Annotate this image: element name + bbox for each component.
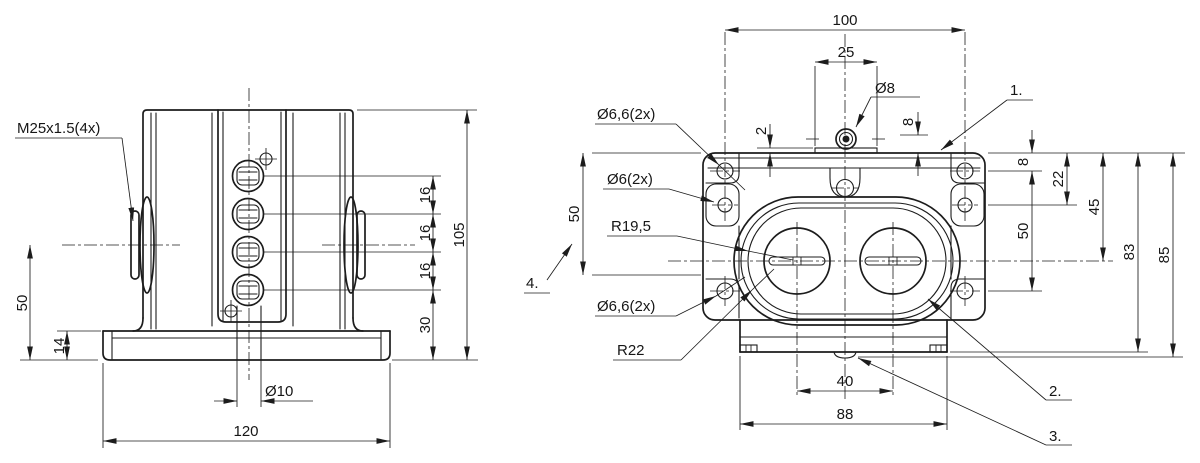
callout-item-1: 1. bbox=[940, 82, 1033, 151]
dim-body-depth-label: 83 bbox=[1121, 244, 1138, 261]
dim-stud-dia-label: Ø8 bbox=[875, 80, 895, 97]
thread-callout-label: M25x1.5(4x) bbox=[17, 120, 100, 137]
item-2-label: 2. bbox=[1049, 383, 1062, 400]
dim-pitch-y-right-label: 50 bbox=[1015, 223, 1032, 240]
dim-plate-height: 2 bbox=[753, 124, 773, 177]
dim-slot-pitch: 40 bbox=[797, 373, 893, 394]
callout-thread: M25x1.5(4x) bbox=[15, 120, 135, 222]
item-1-label: 1. bbox=[1010, 82, 1023, 99]
callout-radius-groove: R22 bbox=[613, 268, 775, 361]
dim-pitch-y-right: 50 bbox=[1015, 171, 1035, 291]
callout-radius-groove-label: R22 bbox=[617, 342, 645, 359]
dim-stud-offset-label: 8 bbox=[900, 118, 917, 126]
dim-overall-depth: 85 bbox=[1156, 153, 1176, 357]
dim-pitch1-label: 16 bbox=[417, 187, 434, 204]
top-view-centerlines bbox=[668, 32, 1113, 400]
dim-edge-to-hole: 8 bbox=[1015, 130, 1035, 166]
callout-side-hole-label: Ø6(2x) bbox=[607, 171, 653, 188]
callout-corner-hole-bottom-label: Ø6,6(2x) bbox=[597, 298, 655, 315]
plug-hole-2 bbox=[231, 197, 441, 231]
callout-item-4: 4. bbox=[524, 243, 573, 294]
small-pilot-holes bbox=[220, 148, 277, 322]
dim-overall-height-label: 105 bbox=[451, 222, 468, 247]
dim-hole-pitch-x: 100 bbox=[725, 12, 965, 33]
dim-overall-height: 105 bbox=[357, 109, 478, 361]
dim-gland-height-label: 50 bbox=[14, 295, 31, 312]
dim-edge-to-side-hole: 22 bbox=[1050, 153, 1070, 205]
item-4-label: 4. bbox=[526, 275, 539, 292]
dim-flange-width: 88 bbox=[740, 406, 947, 427]
dim-edge-to-hole-label: 8 bbox=[1015, 158, 1032, 166]
callout-item-3: 3. bbox=[857, 357, 1072, 446]
dim-hole-dia-label: Ø10 bbox=[265, 383, 293, 400]
dim-drain-hole-dia: Ø10 bbox=[214, 383, 313, 404]
plug-holes bbox=[231, 159, 441, 307]
dim-body-depth: 83 bbox=[1121, 153, 1141, 352]
dim-hole-pitch-x-label: 100 bbox=[832, 12, 857, 29]
callout-side-hole: Ø6(2x) bbox=[603, 171, 715, 203]
dim-plate-width-label: 25 bbox=[838, 44, 855, 61]
dim-slot-pitch-label: 40 bbox=[837, 373, 854, 390]
ground-stud bbox=[806, 128, 886, 154]
plug-hole-4 bbox=[231, 273, 441, 307]
item-3-label: 3. bbox=[1049, 428, 1062, 445]
dim-edge-to-center-label: 45 bbox=[1086, 199, 1103, 216]
callout-radius-inner-label: R19,5 bbox=[611, 218, 651, 235]
dim-base-width-label: 120 bbox=[233, 423, 258, 440]
callout-radius-inner: R19,5 bbox=[607, 218, 794, 261]
dim-gland-height: 50 bbox=[14, 245, 98, 361]
side-view: 50 14 16 16 16 30 105 120 bbox=[14, 88, 478, 448]
dim-pitch-y-left: 50 bbox=[566, 153, 586, 275]
dim-edge-to-center: 45 bbox=[1086, 153, 1106, 261]
corner-holes bbox=[710, 162, 980, 306]
dim-stud-dia: Ø8 bbox=[855, 80, 920, 128]
dim-stud-offset: 8 bbox=[900, 112, 921, 176]
plug-hole-1 bbox=[231, 159, 441, 193]
top-view-extension-lines bbox=[592, 66, 1185, 430]
side-view-base-flange bbox=[102, 330, 391, 361]
dim-bottom-offset-label: 30 bbox=[417, 317, 434, 334]
dim-pitch2-label: 16 bbox=[417, 225, 434, 242]
top-view: 100 25 Ø8 2 8 50 8 bbox=[524, 12, 1185, 446]
dim-base-width: 120 bbox=[102, 363, 391, 448]
callout-corner-hole-top-label: Ø6,6(2x) bbox=[597, 106, 655, 123]
callout-item-2: 2. bbox=[927, 298, 1072, 401]
dim-plate-height-label: 2 bbox=[753, 127, 770, 135]
callout-corner-hole-top: Ø6,6(2x) bbox=[595, 106, 746, 191]
dim-flange-thickness-label: 14 bbox=[51, 338, 68, 355]
plug-hole-3 bbox=[231, 235, 441, 269]
callout-corner-hole-bottom: Ø6,6(2x) bbox=[595, 276, 746, 317]
dim-hole-pitch-chain: 16 16 16 30 bbox=[417, 176, 436, 360]
dim-plate-width: 25 bbox=[815, 44, 877, 65]
dim-flange-thickness: 14 bbox=[51, 330, 101, 360]
side-view-outline bbox=[132, 109, 364, 332]
side-view-centerlines bbox=[62, 88, 415, 380]
dim-flange-width-label: 88 bbox=[837, 406, 854, 423]
dim-pitch-y-left-label: 50 bbox=[566, 206, 583, 223]
dim-edge-to-side-hole-label: 22 bbox=[1050, 171, 1067, 188]
dim-pitch3-label: 16 bbox=[417, 263, 434, 280]
dim-overall-depth-label: 85 bbox=[1156, 247, 1173, 264]
